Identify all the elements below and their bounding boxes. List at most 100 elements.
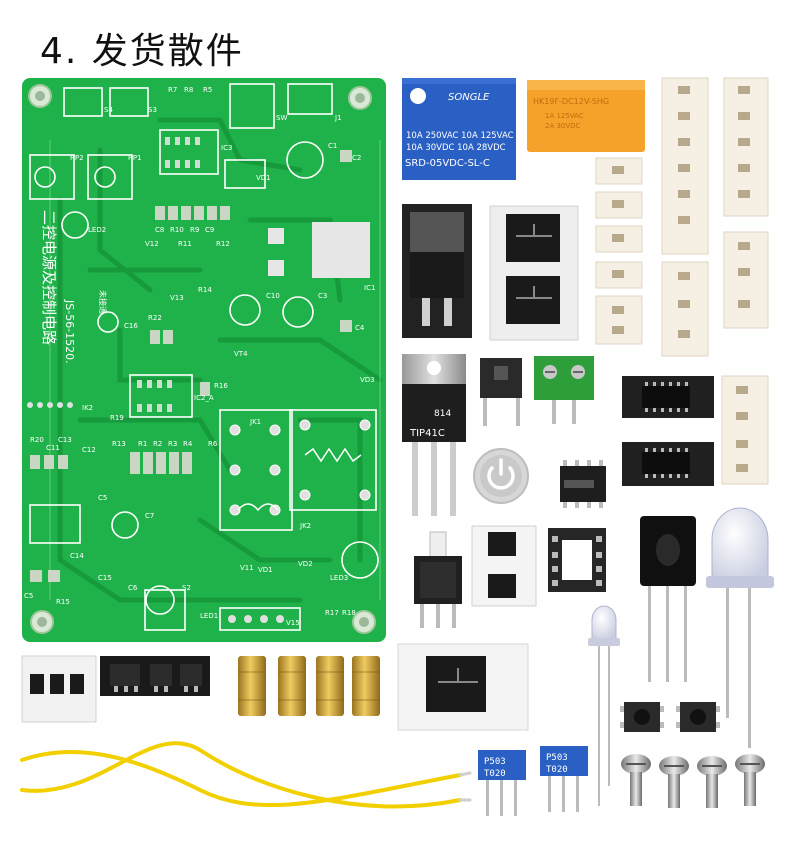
pcb-label-c11: C11	[46, 444, 60, 452]
pcb-label-r9: R9	[190, 226, 199, 234]
pcb-label-r19: R19	[110, 414, 124, 422]
tip41c-transistor: 814 TIP41C	[402, 354, 466, 516]
tact-switch-black	[480, 358, 522, 426]
pcb-label-led3: LED3	[330, 574, 348, 582]
trimmer-right-date: T020	[546, 765, 568, 775]
pcb-label-vd3: VD3	[360, 376, 375, 384]
relay-blue-brand: SONGLE	[448, 92, 490, 103]
mosfet-tape	[489, 205, 579, 341]
pcb-label-c3: C3	[318, 292, 327, 300]
pcb-label-sw: SW	[276, 114, 287, 122]
pcb-label-c1: C1	[328, 142, 337, 150]
pcb-label-c5b: C5	[24, 592, 33, 600]
trimmer-pot-left: P503 T020	[478, 750, 526, 816]
tact-switch-small-left	[620, 702, 664, 732]
push-switch-latching	[414, 531, 462, 628]
pcb-label-c6: C6	[128, 584, 138, 592]
pcb-label-r6: R6	[208, 440, 218, 448]
pcb-label-ic3: IC3	[221, 144, 232, 152]
pcb-label-c7: C7	[145, 512, 154, 520]
pcb-board-title: 二控电源及控制电路	[40, 210, 58, 345]
pcb-label-r1: R1	[138, 440, 147, 448]
pcb-model-label: JS-56-1520.	[63, 299, 76, 364]
pcb-label-r16: R16	[214, 382, 228, 390]
pcb-label-v15: V15	[286, 619, 300, 627]
pcb-label-r18: R18	[342, 609, 356, 617]
power-button-cap	[473, 448, 529, 504]
soic-ic-tape	[622, 376, 714, 486]
relay-orange-rating-1: 1A 125VAC	[545, 112, 584, 120]
pcb-label-r22: R22	[148, 314, 162, 322]
pcb-label-vd1: VD1	[256, 174, 271, 182]
pcb-label-r3: R3	[168, 440, 177, 448]
voltage-regulator-d2pak	[402, 204, 472, 338]
pcb-label-v12: V12	[145, 240, 159, 248]
pcb-label-r8: R8	[184, 86, 193, 94]
pcb-label-s2: S2	[182, 584, 191, 592]
pcb-label-c8: C8	[155, 226, 164, 234]
trimmer-pot-right: P503 T020	[540, 746, 588, 812]
pcb-label-c10: C10	[266, 292, 280, 300]
pcb-label-vt4: VT4	[234, 350, 248, 358]
pcb-label-ic1: IC1	[364, 284, 375, 292]
pcb-label-vd2: VD2	[298, 560, 313, 568]
pcb-label-r2: R2	[153, 440, 162, 448]
pcb-label-r13: R13	[112, 440, 126, 448]
relay-orange-rating-2: 2A 30VDC	[545, 122, 581, 130]
smd-diode-tape	[471, 525, 537, 607]
led-5mm-clear	[588, 605, 620, 806]
relay-blue-rating-1: 10A 250VAC 10A 125VAC	[406, 131, 514, 141]
pcb-label-v11: V11	[240, 564, 254, 572]
pcb-label-jk2: JK2	[299, 522, 311, 530]
relay-blue: SONGLE 10A 250VAC 10A 125VAC 10A 30VDC 1…	[402, 78, 516, 180]
trimmer-left-date: T020	[484, 769, 506, 779]
pcb-label-c16: C16	[124, 322, 138, 330]
tact-switch-small-right	[676, 702, 720, 732]
relay-blue-rating-2: 10A 30VDC 10A 28VDC	[406, 143, 506, 153]
pcb-label-r15: R15	[56, 598, 70, 606]
pcb-label-rp1: RP1	[128, 154, 142, 162]
pcb-label-r4: R4	[183, 440, 193, 448]
relay-orange: HK19F-DC12V-SHG 1A 125VAC 2A 30VDC	[527, 80, 645, 152]
mosfet-single-tape	[397, 643, 529, 731]
brass-standoffs	[238, 656, 380, 716]
pcb-label-led2: LED2	[88, 226, 106, 234]
pcb-label-c13: C13	[58, 436, 72, 444]
pcb-label-r10: R10	[170, 226, 184, 234]
pcb-label-c9: C9	[205, 226, 214, 234]
pcb-board: 二控电源及控制电路 JS-56-1520. 未接通 S4 S3 R7 R8 R5…	[22, 78, 386, 642]
relay-blue-model: SRD-05VDC-SL-C	[405, 158, 490, 169]
tip41c-model: TIP41C	[409, 428, 445, 439]
pcb-label-c15: C15	[98, 574, 112, 582]
relay-orange-model: HK19F-DC12V-SHG	[533, 97, 609, 106]
trimmer-left-code: P503	[484, 757, 506, 767]
yellow-wire	[20, 741, 462, 809]
pcb-label-s4: S4	[104, 106, 113, 114]
page-title: 4. 发货散件	[40, 31, 244, 72]
pcb-label-led1: LED1	[200, 612, 218, 620]
pcb-label-vd1b: VD1	[258, 566, 273, 574]
pcb-label-v13: V13	[170, 294, 184, 302]
pcb-label-ic2a: IC2_A	[194, 394, 214, 402]
smd-transistor-tape	[21, 655, 97, 723]
tip41c-code: 814	[434, 409, 451, 419]
pcb-label-rp2: RP2	[70, 154, 84, 162]
pcb-label-r12: R12	[216, 240, 230, 248]
ir-receiver	[640, 516, 696, 682]
pcb-label-c2: C2	[352, 154, 361, 162]
smd-resistor-tape	[595, 77, 769, 485]
pcb-label-r7: R7	[168, 86, 177, 94]
screw-terminal-green	[534, 356, 594, 424]
smd-sot-tape-black	[100, 656, 210, 696]
dip8-socket	[548, 528, 606, 592]
pcb-label-r17: R17	[325, 609, 339, 617]
pcb-label-j1: J1	[334, 114, 342, 122]
pcb-note-label: 未接通	[98, 290, 108, 314]
pcb-label-r5: R5	[203, 86, 212, 94]
pcb-label-r11: R11	[178, 240, 192, 248]
led-10mm-clear	[706, 507, 774, 748]
screws	[621, 754, 765, 808]
pcb-label-jk1: JK1	[249, 418, 261, 426]
pcb-label-r14: R14	[198, 286, 212, 294]
